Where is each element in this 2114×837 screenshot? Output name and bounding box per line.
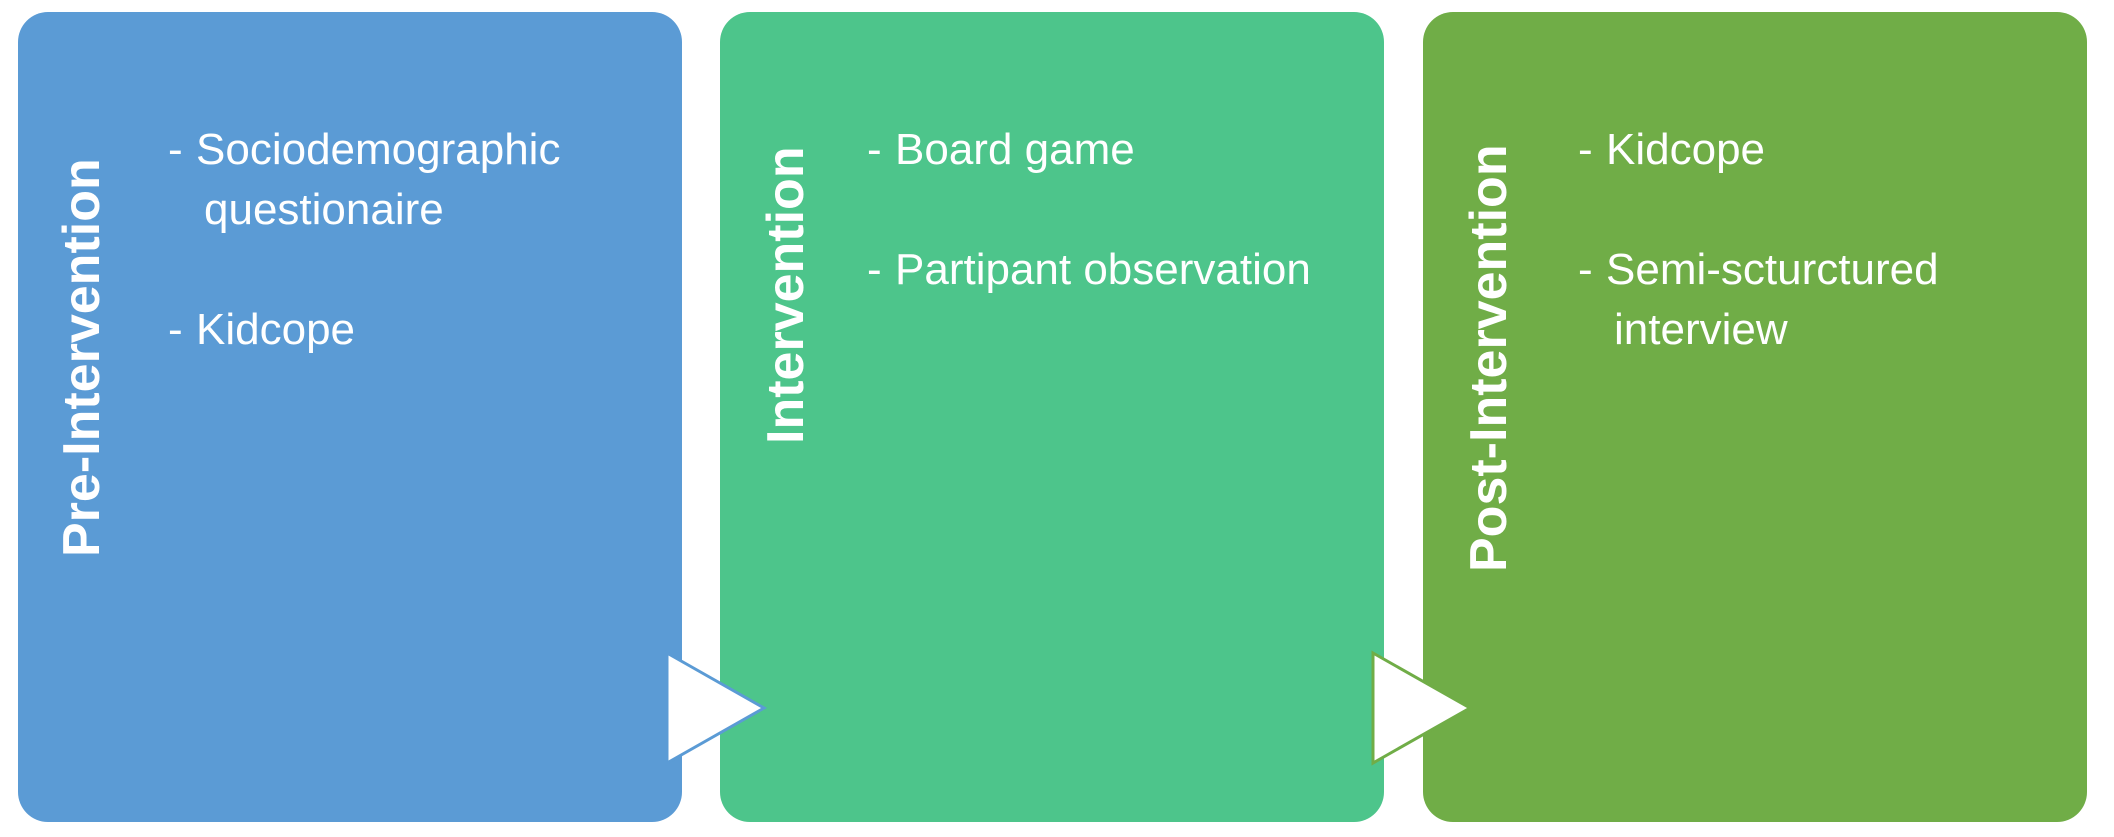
list-item: Kidcope: [1578, 120, 2077, 180]
list-item: Kidcope: [168, 300, 672, 360]
right-triangle-arrow-icon: [1371, 650, 1474, 766]
list-item: Board game: [867, 120, 1374, 180]
stage-item-list: Board game Partipant observation: [867, 120, 1374, 360]
item-line-continued: questionaire: [204, 185, 444, 234]
stage-item-list: Sociodemographic questionaire Kidcope: [168, 120, 672, 420]
list-item: Semi-scturctured interview: [1578, 240, 2077, 360]
stage-title: Intervention: [757, 146, 815, 444]
item-line: Sociodemographic: [196, 125, 561, 174]
stage-post-intervention: Post-Intervention Kidcope Semi-scturctur…: [1423, 12, 2087, 822]
item-line: Semi-scturctured: [1606, 245, 1939, 294]
right-triangle-arrow-icon: [665, 650, 768, 766]
stage-item-list: Kidcope Semi-scturctured interview: [1578, 120, 2077, 420]
item-line: Partipant observation: [895, 245, 1311, 294]
list-item: Partipant observation: [867, 240, 1374, 300]
stage-title: Pre-Intervention: [53, 158, 111, 557]
list-item: Sociodemographic questionaire: [168, 120, 672, 240]
item-line-continued: interview: [1614, 305, 1788, 354]
item-line: Kidcope: [1606, 125, 1766, 174]
stage-pre-intervention: Pre-Intervention Sociodemographic questi…: [18, 12, 682, 822]
stage-title: Post-Intervention: [1460, 144, 1518, 572]
stage-intervention: Intervention Board game Partipant observ…: [720, 12, 1384, 822]
item-line: Board game: [895, 125, 1135, 174]
item-line: Kidcope: [196, 305, 356, 354]
